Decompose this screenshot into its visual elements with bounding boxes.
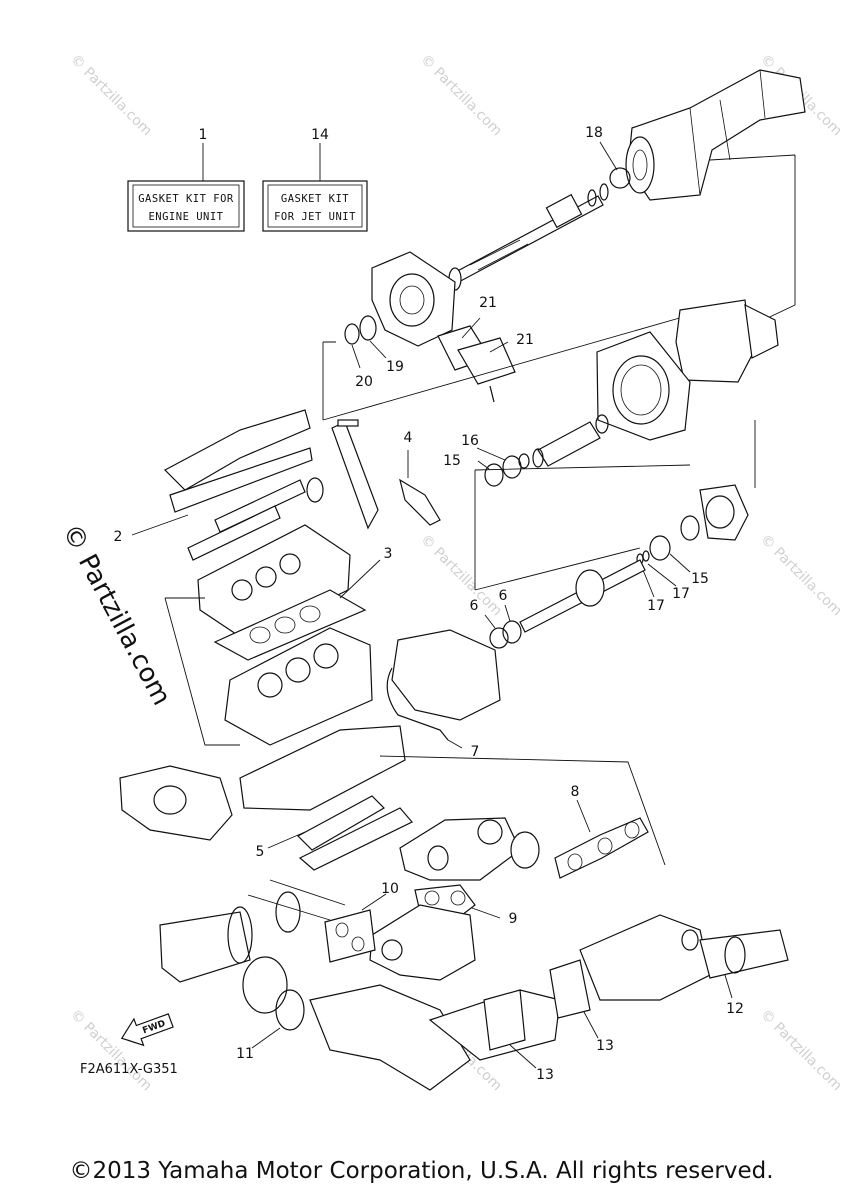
exhaust-pipe-2 [369,904,476,981]
exhaust-gasket-10 [324,909,376,963]
callout-7: 7 [471,744,480,760]
jet-kit-line2: FOR JET UNIT [274,211,356,223]
bearing-housing [699,484,749,541]
timing-chain [331,419,379,530]
callout-14: 14 [311,127,329,143]
callout-17b: 17 [647,598,665,614]
crankcase-cover-right [386,629,501,741]
callout-3: 3 [384,546,393,562]
callout-16: 16 [461,433,479,449]
camshafts [187,477,324,561]
intake-housing [371,251,456,347]
callout-8: 8 [571,784,580,800]
callout-15a: 15 [443,453,461,469]
driveshaft-tube [532,414,609,468]
callout-9: 9 [509,911,518,927]
callout-17a: 17 [672,586,690,602]
callout-21a: 21 [479,295,497,311]
seal-15b [680,515,700,541]
seal-20 [344,323,360,345]
callout-19: 19 [386,359,404,375]
gaskets-21 [437,325,516,403]
watermark-br: © Partzilla.com [757,1007,843,1095]
callout-15b: 15 [691,571,709,587]
o-ring-17a [642,550,650,562]
fwd-arrow-icon: FWD [120,1013,174,1047]
oil-pan-gasket [297,795,413,871]
engine-kit-line1: GASKET KIT FOR [138,193,234,205]
driveshaft-upper [448,183,609,291]
head-gasket [213,589,367,661]
hose-clamp [242,956,288,1014]
copyright-notice: ©2013 Yamaha Motor Corporation, U.S.A. A… [69,1158,774,1184]
exhaust-manifold [399,817,540,881]
watermark-mc: © Partzilla.com [417,532,505,620]
gaskets-13 [483,959,591,1051]
seal-16 [502,455,522,479]
watermark-mr: © Partzilla.com [757,532,843,620]
watermark-main: © Partzilla.com [56,519,177,710]
engine-kit-label: GASKET KIT FOR ENGINE UNIT [127,180,245,232]
jet-kit-label: GASKET KIT FOR JET UNIT [262,180,368,232]
crankcase-cover-left [119,765,233,841]
callout-12: 12 [726,1001,744,1017]
callout-2: 2 [114,529,123,545]
clamp-ring [275,891,301,933]
callout-1: 1 [199,127,208,143]
crankcase [239,725,406,811]
callout-6a: 6 [470,598,479,614]
ride-plate [596,331,691,441]
engine-kit-line2: ENGINE UNIT [148,211,223,223]
cylinder-block [224,627,373,746]
gasket-11 [275,989,305,1031]
cylinder-head-cover [164,409,313,513]
muffler [159,906,253,983]
jet-impeller-duct [675,299,779,383]
seal-6a [489,627,509,649]
bearing-15b [649,535,671,561]
bearing-19 [359,315,377,341]
watermark-bl: © Partzilla.com [67,1007,155,1095]
jet-kit-line1: GASKET KIT [281,193,349,205]
callout-21b: 21 [516,332,534,348]
seal-6b [502,620,522,644]
o-ring-18 [609,167,631,189]
outlet-pipe-12 [699,929,789,979]
driveshaft-coupler [519,559,646,633]
callout-4: 4 [404,430,413,446]
water-lock [579,914,711,1001]
chain-tensioner [399,450,441,526]
callout-13a: 13 [536,1067,554,1083]
watermark-tc: © Partzilla.com [417,52,505,140]
callout-10: 10 [381,881,399,897]
bearing-15a [484,463,504,487]
callout-18: 18 [585,125,603,141]
jet-nozzle-housing [625,69,806,201]
callout-6b: 6 [499,588,508,604]
callout-5: 5 [256,844,265,860]
callout-20: 20 [355,374,373,390]
diagram-code: F2A611X-G351 [80,1062,178,1077]
callout-13b: 13 [596,1038,614,1054]
callout-11: 11 [236,1046,254,1062]
watermark-tl: © Partzilla.com [67,52,155,140]
exhaust-gasket-8 [554,817,649,879]
